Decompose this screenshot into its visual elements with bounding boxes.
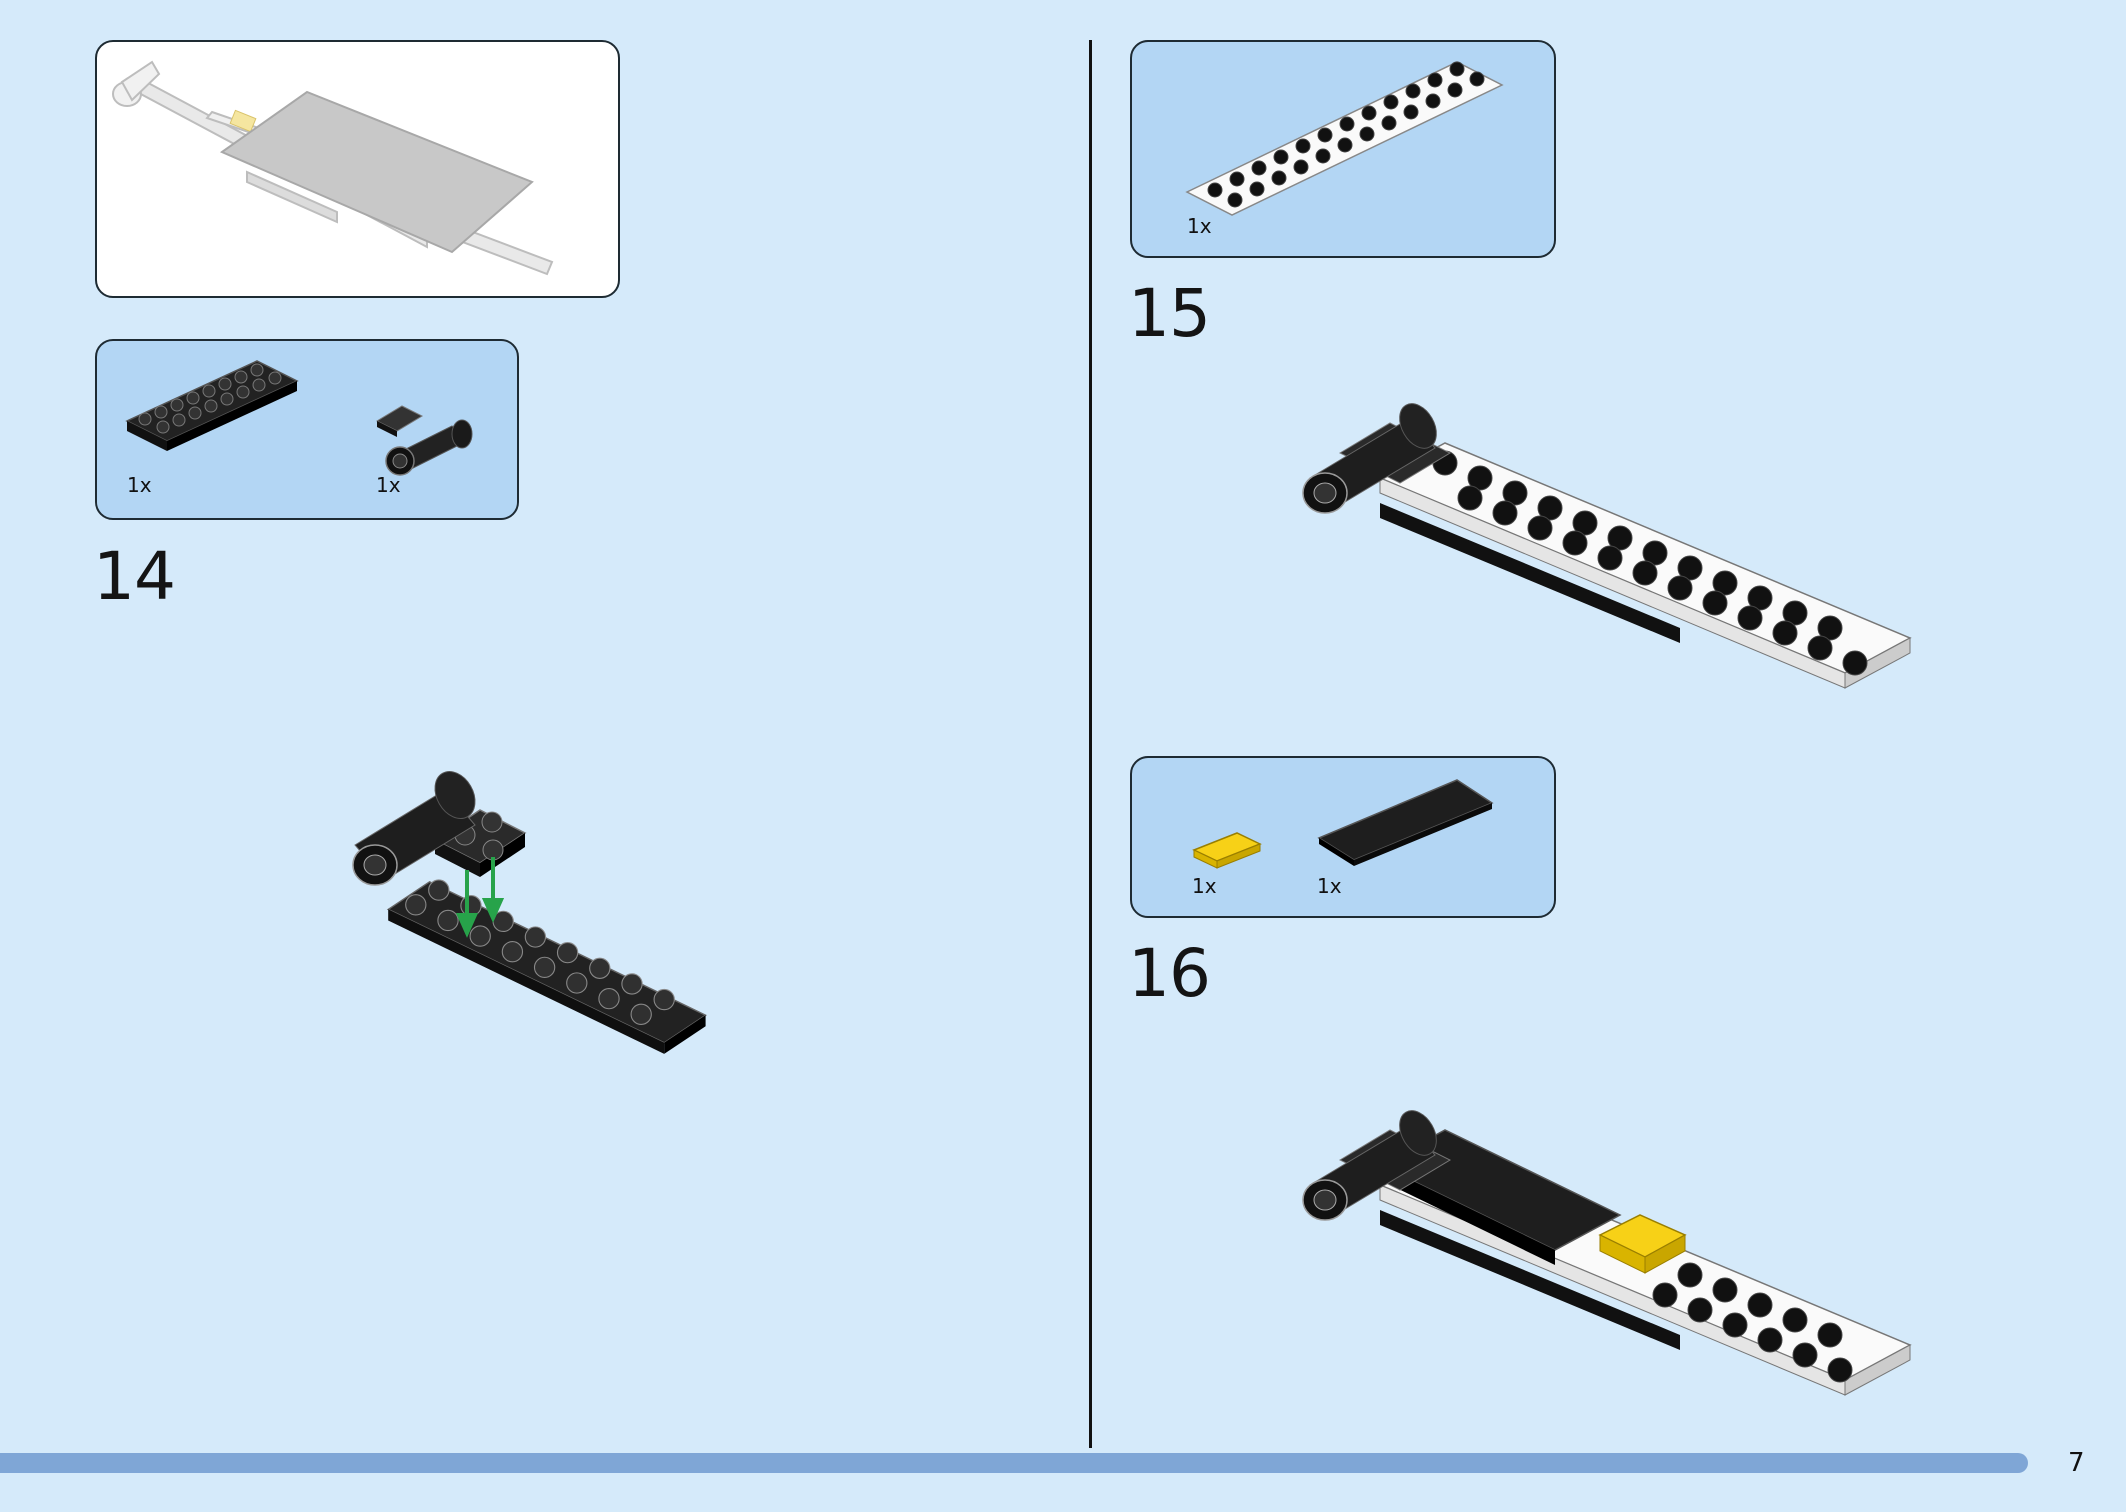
white-plate-2x12-icon (1185, 61, 1504, 216)
part-qty: 1x (376, 473, 401, 497)
black-tile-2x6-icon (1317, 779, 1494, 866)
parts-list-step-14: 1x 1x (95, 339, 519, 520)
step-number: 16 (1128, 935, 1211, 1012)
part-qty: 1x (1317, 874, 1342, 898)
parts-list-step-15: 1x (1130, 40, 1556, 258)
yellow-tile-1x2-icon (1192, 832, 1262, 869)
subassembly-callout (95, 40, 620, 298)
step-15-assembly-icon (1302, 403, 1912, 689)
black-jet-engine-icon (375, 405, 473, 476)
black-plate-2x8-icon (125, 360, 299, 451)
subassembly-preview-icon (112, 60, 554, 276)
part-qty: 1x (1187, 214, 1212, 238)
step-16-assembly-icon (1302, 1110, 1912, 1396)
page-number: 7 (2068, 1448, 2085, 1478)
parts-list-step-16: 1x 1x (1130, 756, 1556, 918)
page-divider (1089, 40, 1092, 1448)
step-14-assembly-icon (352, 771, 707, 1054)
progress-bar (0, 1453, 2029, 1473)
part-qty: 1x (1192, 874, 1217, 898)
part-qty: 1x (127, 473, 152, 497)
step-number: 14 (93, 538, 176, 615)
step-number: 15 (1128, 275, 1211, 352)
